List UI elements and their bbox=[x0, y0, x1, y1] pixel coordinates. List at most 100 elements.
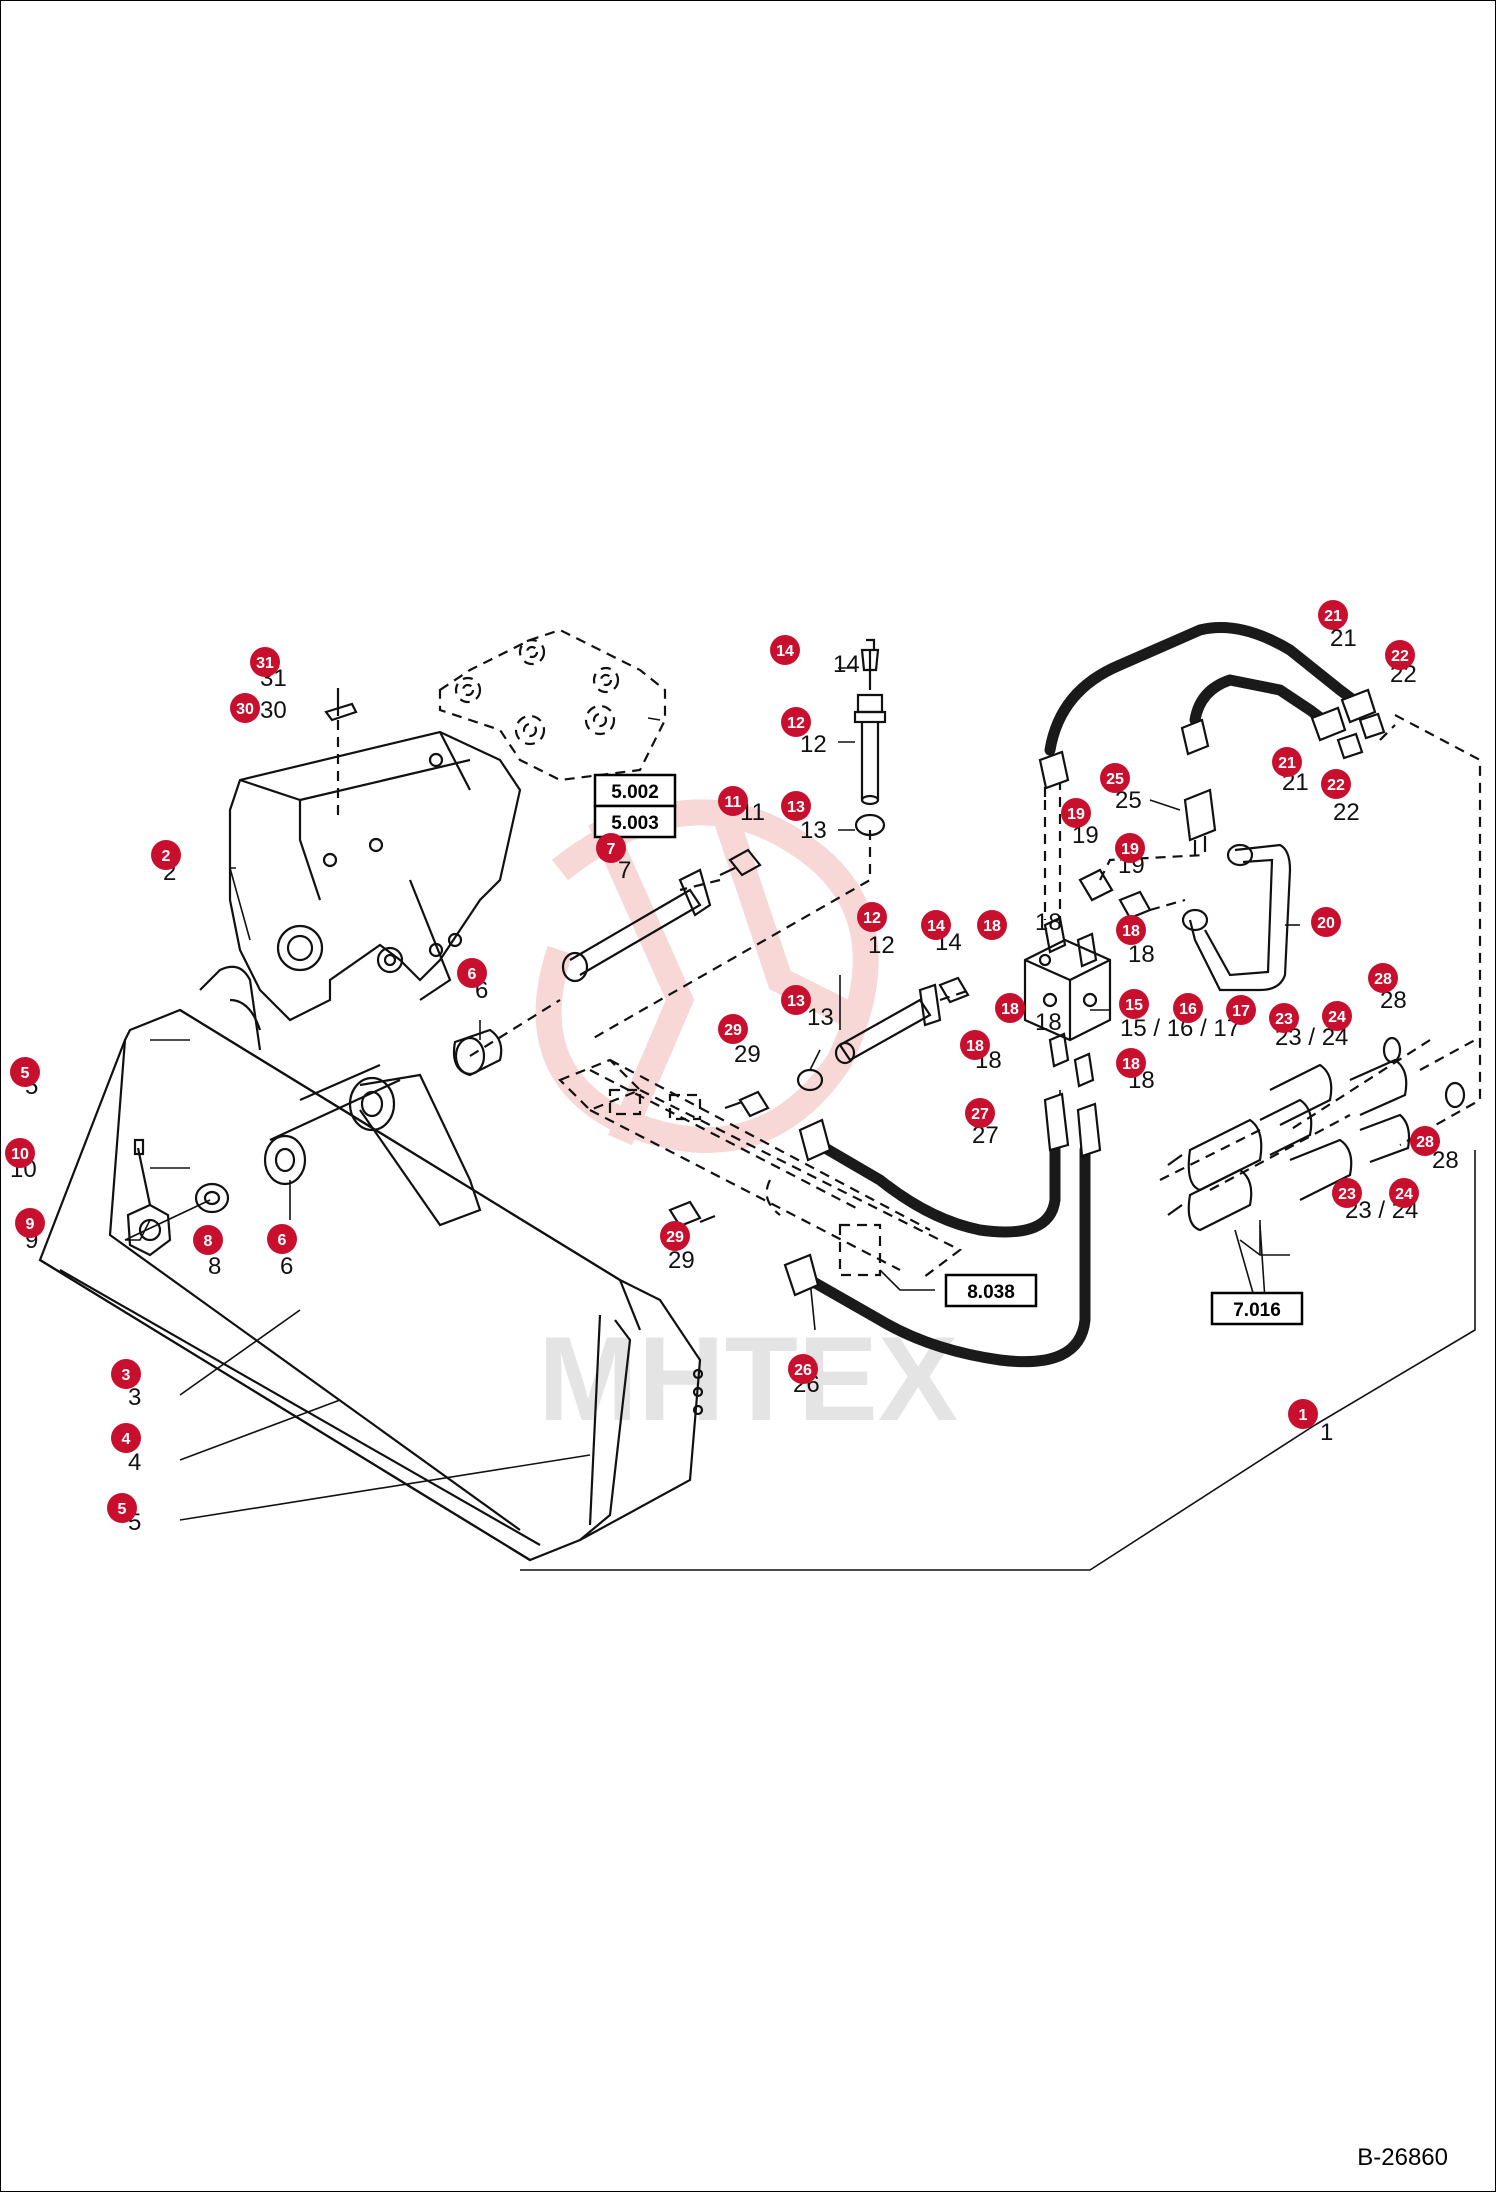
callout-29-a[interactable]: 29 bbox=[718, 1014, 748, 1044]
svg-text:16: 16 bbox=[1179, 1001, 1197, 1018]
ref-box-5003 bbox=[593, 804, 677, 839]
fitting-25 bbox=[1183, 788, 1217, 855]
coupler-bracket bbox=[228, 688, 522, 1022]
callout-2[interactable]: 2 bbox=[151, 840, 181, 870]
label-18-b: 18 bbox=[1128, 941, 1155, 968]
svg-text:24: 24 bbox=[1328, 1009, 1346, 1026]
callout-22-b[interactable]: 22 bbox=[1321, 769, 1351, 799]
callout-21-a[interactable]: 21 bbox=[1318, 600, 1348, 630]
callout-12-upper[interactable]: 12 bbox=[781, 707, 811, 737]
svg-text:4: 4 bbox=[122, 1431, 131, 1448]
hose-26 bbox=[804, 1144, 1091, 1368]
callout-10[interactable]: 10 bbox=[5, 1138, 35, 1168]
reference-boxes: 5.002 5.003 8.038 7.016 bbox=[593, 773, 1304, 1326]
callout-23-a[interactable]: 23 bbox=[1269, 1003, 1299, 1033]
hose-fittings bbox=[783, 688, 1386, 1297]
callout-31[interactable]: 31 bbox=[250, 647, 280, 677]
callout-18-e[interactable]: 18 bbox=[995, 993, 1025, 1023]
svg-text:21: 21 bbox=[1324, 608, 1342, 625]
callout-6-lower[interactable]: 6 bbox=[267, 1224, 297, 1254]
svg-text:11: 11 bbox=[725, 794, 742, 811]
pins-bushings bbox=[126, 1028, 503, 1257]
callout-1[interactable]: 1 bbox=[1288, 1399, 1318, 1429]
svg-text:6: 6 bbox=[468, 966, 477, 983]
arm-ghost bbox=[438, 628, 667, 782]
callout-14-lower[interactable]: 14 bbox=[921, 910, 951, 940]
callout-8[interactable]: 8 bbox=[193, 1225, 223, 1255]
callout-20[interactable]: 20 bbox=[1311, 907, 1341, 937]
svg-text:22: 22 bbox=[1391, 648, 1409, 665]
svg-text:24: 24 bbox=[1395, 1186, 1413, 1203]
pins-12 bbox=[796, 650, 970, 1092]
svg-text:26: 26 bbox=[794, 1362, 812, 1379]
callout-28-a[interactable]: 28 bbox=[1368, 963, 1398, 993]
callout-7[interactable]: 7 bbox=[596, 833, 626, 863]
svg-text:3: 3 bbox=[122, 1367, 131, 1384]
svg-text:13: 13 bbox=[787, 993, 805, 1010]
callout-30[interactable]: 30 bbox=[230, 693, 260, 723]
callout-5-bottom[interactable]: 5 bbox=[107, 1493, 137, 1523]
tilt-cylinder-ghost bbox=[558, 1058, 963, 1281]
callout-16[interactable]: 16 bbox=[1173, 993, 1203, 1023]
callout-22-a[interactable]: 22 bbox=[1385, 640, 1415, 670]
callout-18-b[interactable]: 18 bbox=[1116, 915, 1146, 945]
callout-6-upper[interactable]: 6 bbox=[457, 958, 487, 988]
svg-text:30: 30 bbox=[236, 701, 254, 718]
label-18-a: 18 bbox=[1035, 909, 1062, 936]
label-28-b: 28 bbox=[1432, 1147, 1459, 1174]
ref-7016: 7.016 bbox=[1233, 1300, 1281, 1321]
label-13-lower: 13 bbox=[807, 1004, 834, 1031]
svg-text:9: 9 bbox=[26, 1216, 35, 1233]
svg-text:31: 31 bbox=[256, 655, 274, 672]
watermark: MHTEX bbox=[535, 795, 958, 1446]
callout-21-b[interactable]: 21 bbox=[1272, 747, 1302, 777]
svg-text:20: 20 bbox=[1317, 915, 1335, 932]
callout-13-lower[interactable]: 13 bbox=[781, 985, 811, 1015]
svg-text:19: 19 bbox=[1067, 806, 1085, 823]
hose-27 bbox=[814, 1134, 1061, 1238]
ref-8038: 8.038 bbox=[967, 1282, 1015, 1303]
svg-text:14: 14 bbox=[927, 918, 945, 935]
label-13-upper: 13 bbox=[800, 817, 827, 844]
callout-3[interactable]: 3 bbox=[111, 1359, 141, 1389]
svg-text:18: 18 bbox=[966, 1038, 984, 1055]
callout-24-b[interactable]: 24 bbox=[1389, 1178, 1419, 1208]
callout-26[interactable]: 26 bbox=[788, 1354, 818, 1384]
callouts: 1 2 3 4 5 5 6 6 7 8 9 10 11 12 12 13 13 … bbox=[5, 600, 1440, 1523]
callout-28-b[interactable]: 28 bbox=[1410, 1126, 1440, 1156]
callout-5-top[interactable]: 5 bbox=[10, 1057, 40, 1087]
pipe-20 bbox=[1181, 843, 1292, 992]
svg-text:5: 5 bbox=[118, 1501, 127, 1518]
callout-12-lower[interactable]: 12 bbox=[857, 902, 887, 932]
callout-24-a[interactable]: 24 bbox=[1322, 1001, 1352, 1031]
ref-box-7016 bbox=[1210, 1291, 1304, 1326]
svg-text:23: 23 bbox=[1338, 1186, 1356, 1203]
callout-19-a[interactable]: 19 bbox=[1061, 798, 1091, 828]
grease-nipple-14-top bbox=[860, 638, 880, 672]
callout-11[interactable]: 11 bbox=[718, 786, 748, 816]
svg-text:7: 7 bbox=[607, 841, 616, 858]
callout-4[interactable]: 4 bbox=[111, 1423, 141, 1453]
callout-9[interactable]: 9 bbox=[15, 1208, 45, 1238]
svg-text:2: 2 bbox=[162, 848, 171, 865]
svg-text:22: 22 bbox=[1327, 777, 1345, 794]
callout-29-b[interactable]: 29 bbox=[660, 1221, 690, 1251]
label-3: 3 bbox=[128, 1384, 141, 1411]
svg-text:25: 25 bbox=[1106, 771, 1124, 788]
callout-17[interactable]: 17 bbox=[1226, 995, 1256, 1025]
callout-15[interactable]: 15 bbox=[1119, 989, 1149, 1019]
callout-18-a[interactable]: 18 bbox=[977, 910, 1007, 940]
callout-27[interactable]: 27 bbox=[965, 1098, 995, 1128]
callout-18-d[interactable]: 18 bbox=[1116, 1048, 1146, 1078]
callout-13-upper[interactable]: 13 bbox=[781, 791, 811, 821]
callout-25[interactable]: 25 bbox=[1100, 763, 1130, 793]
callout-14-upper[interactable]: 14 bbox=[770, 635, 800, 665]
callout-19-b[interactable]: 19 bbox=[1115, 833, 1145, 863]
svg-text:29: 29 bbox=[666, 1229, 684, 1246]
ref-5002: 5.002 bbox=[611, 782, 659, 803]
callout-23-b[interactable]: 23 bbox=[1332, 1178, 1362, 1208]
label-30: 30 bbox=[260, 697, 287, 724]
callout-18-c[interactable]: 18 bbox=[960, 1030, 990, 1060]
svg-text:17: 17 bbox=[1232, 1003, 1250, 1020]
ref-box-8038 bbox=[944, 1273, 1038, 1308]
